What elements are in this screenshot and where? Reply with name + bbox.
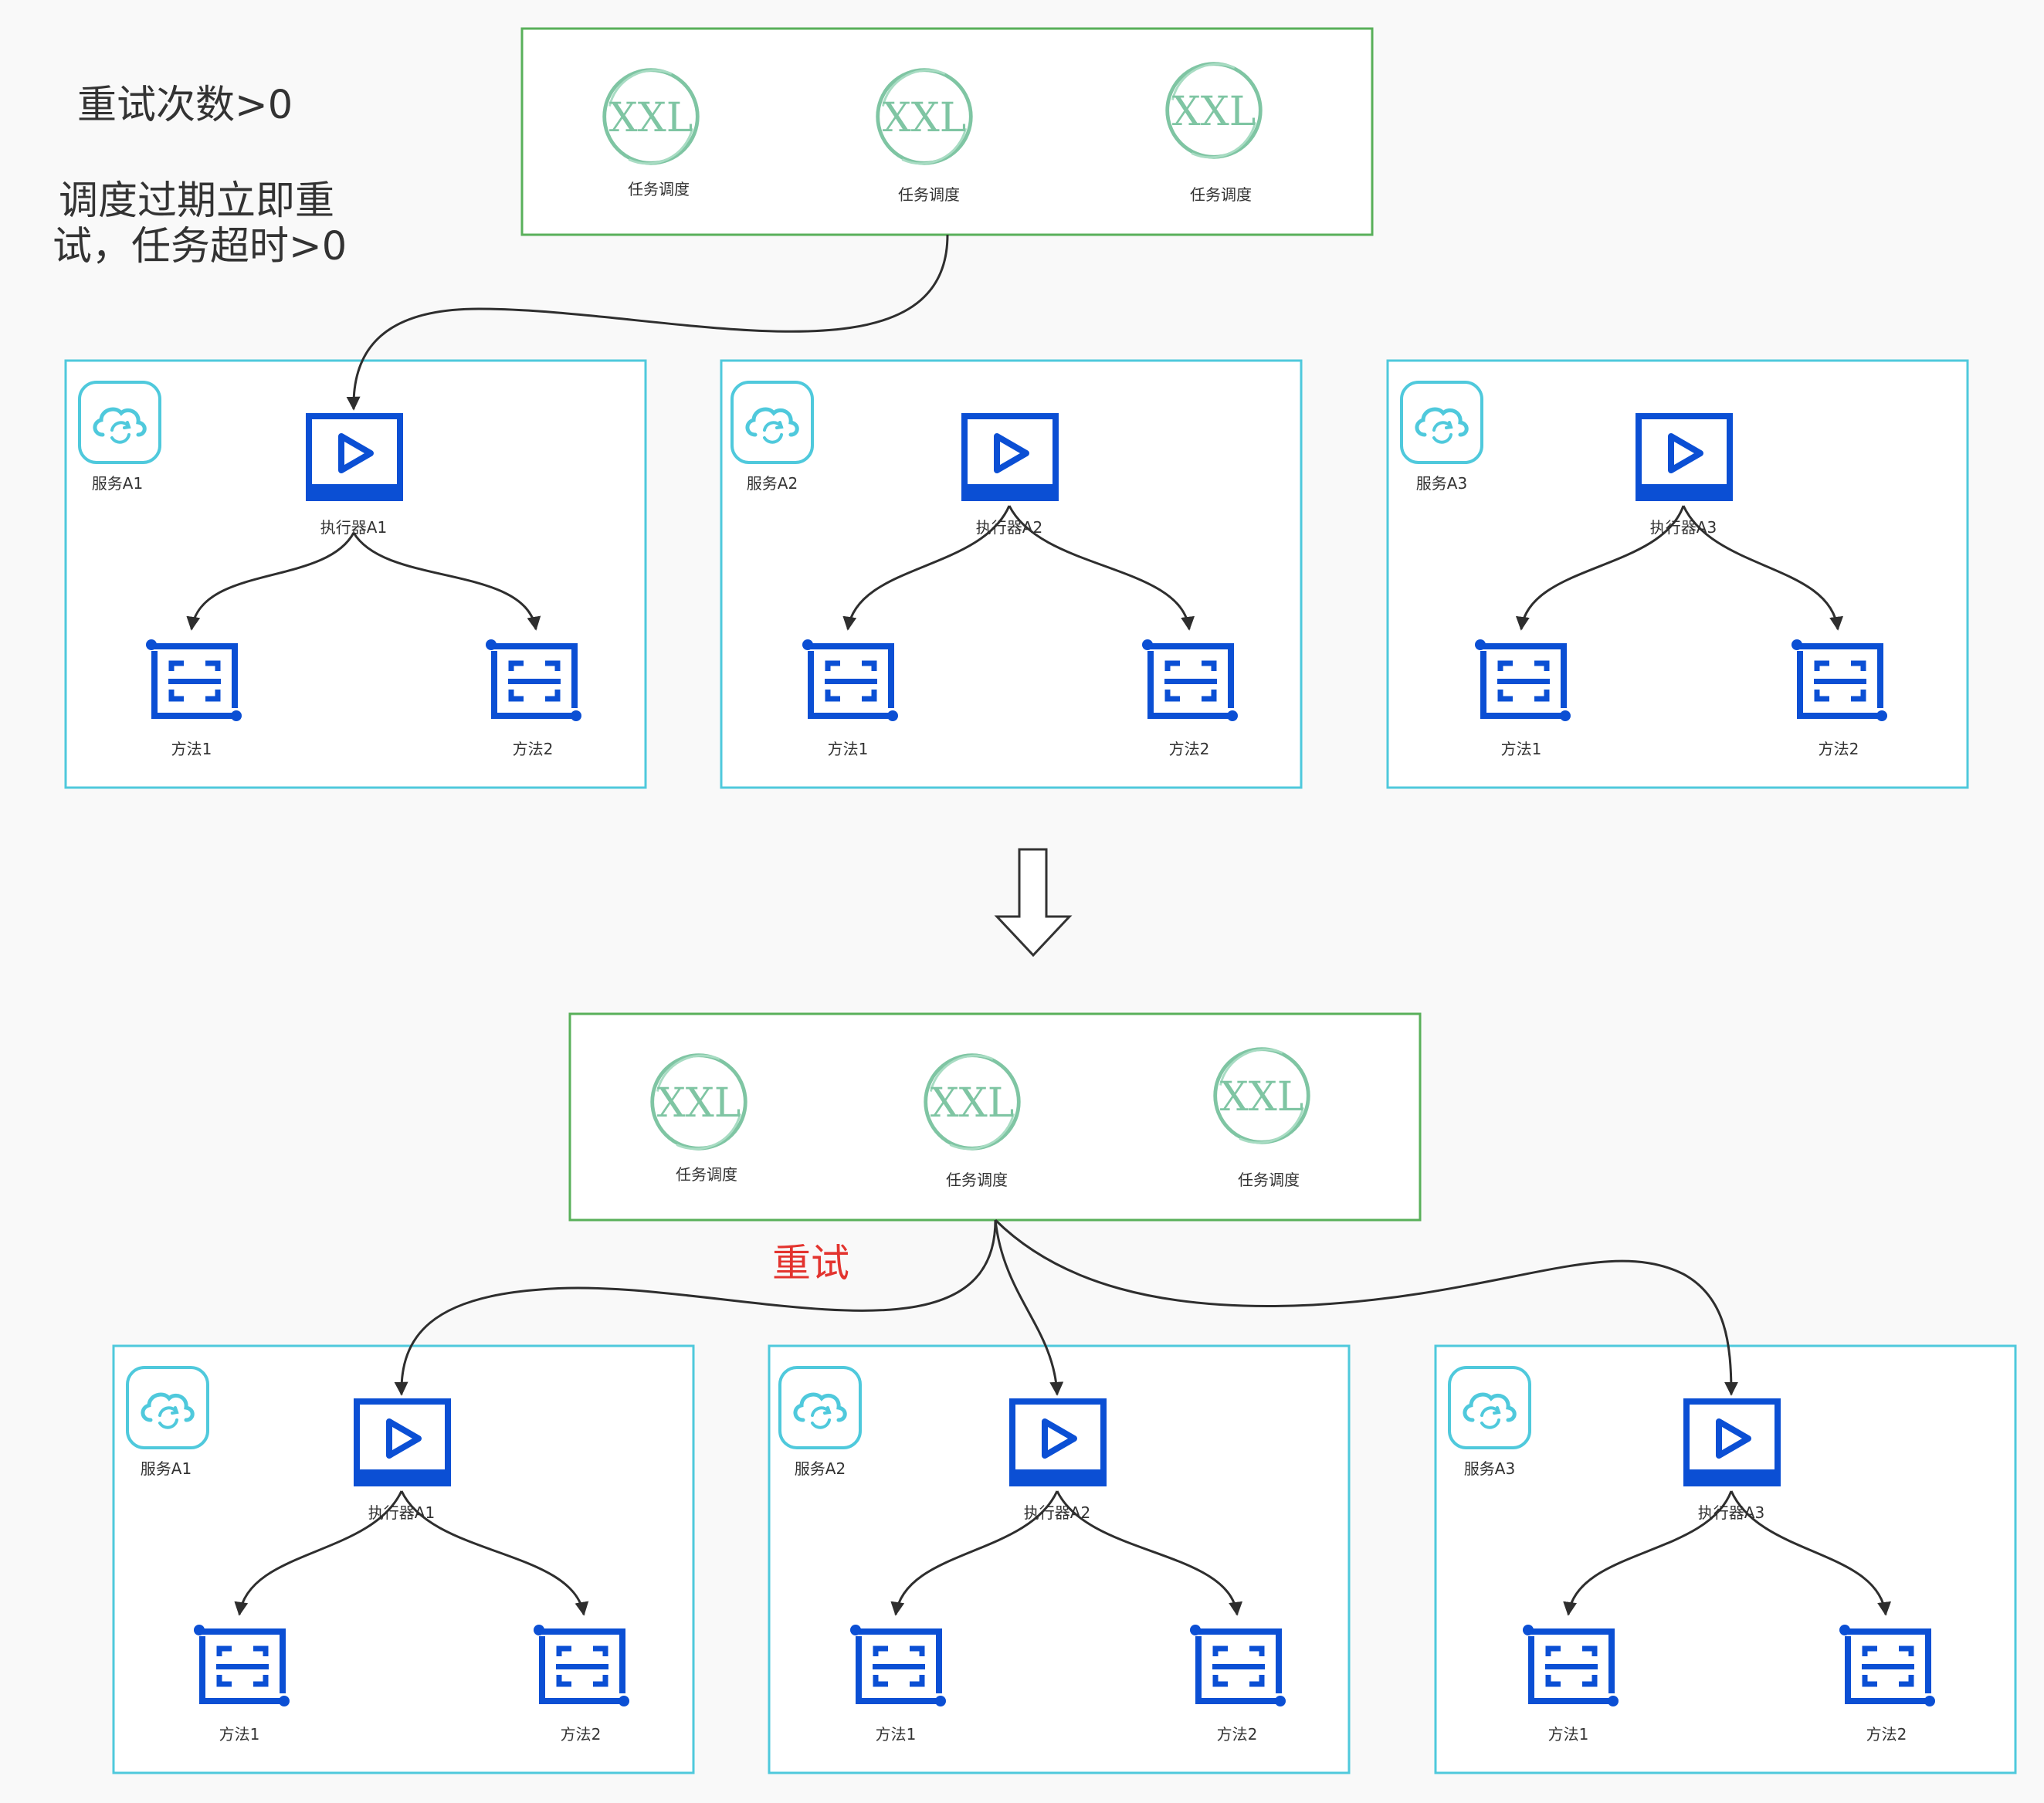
xxl-logo-text: XXL [1172, 89, 1256, 135]
policy-note-line2: 试，任务超时>0 [53, 224, 347, 269]
cloud-sync-icon [1449, 1368, 1530, 1448]
scheduler-node-label: 任务调度 [628, 180, 690, 198]
scheduler-to-executor-edge [394, 1219, 997, 1396]
executor-to-method-edge [186, 532, 355, 631]
down-arrow-icon [994, 848, 1073, 957]
service-group-a3-bottom: 服务A3 执行器A3 方法1 方法2 [1434, 1344, 2017, 1774]
executor-to-method-edge [842, 505, 1011, 631]
cloud-sync-icon [80, 382, 160, 463]
scheduler-cluster-top: XXL 任务调度 XXL 任务调度 XXL 任务调度 [520, 27, 1374, 236]
scheduler-node: XXL 任务调度 [878, 70, 971, 204]
policy-note-line1: 调度过期立即重 [59, 178, 334, 224]
executor-to-method-edge [1008, 505, 1195, 631]
scheduler-node-label: 任务调度 [1238, 1171, 1300, 1189]
executor-to-method-edge [1056, 1490, 1243, 1616]
service-label: 服务A3 [1416, 474, 1467, 493]
scheduler-to-executor-edge [994, 1218, 1738, 1396]
scheduler-cluster-bottom: XXL 任务调度 XXL 任务调度 XXL 任务调度 [568, 1012, 1422, 1222]
service-label: 服务A3 [1464, 1459, 1515, 1478]
method-label: 方法1 [219, 1725, 260, 1744]
retry-label: 重试 [772, 1241, 849, 1286]
executor-to-method-edge [352, 532, 541, 631]
method-label: 方法2 [1217, 1725, 1258, 1744]
service-group-a1-bottom: 服务A1 执行器A1 方法1 方法2 [112, 1344, 695, 1774]
xxl-logo-text: XXL [609, 95, 693, 141]
method-label: 方法2 [513, 740, 554, 758]
executor-to-method-edge [1515, 505, 1685, 631]
service-label: 服务A1 [141, 1459, 192, 1478]
scheduler-node-label: 任务调度 [1190, 185, 1252, 204]
xxl-logo-text: XXL [1220, 1074, 1304, 1120]
xxl-logo-text: XXL [930, 1080, 1015, 1127]
cloud-sync-icon [780, 1368, 860, 1448]
scheduler-node: XXL 任务调度 [1215, 1049, 1309, 1189]
method-label: 方法1 [828, 740, 869, 758]
method-label: 方法1 [171, 740, 212, 758]
method-label: 方法2 [1819, 740, 1859, 758]
executor-to-method-edge [234, 1490, 403, 1616]
cloud-sync-icon [732, 382, 812, 463]
scheduler-node: XXL 任务调度 [1168, 64, 1261, 204]
service-label: 服务A2 [795, 1459, 846, 1478]
executor-to-method-edge [1563, 1490, 1733, 1616]
method-label: 方法1 [876, 1725, 917, 1744]
cloud-sync-icon [1402, 382, 1482, 463]
scheduler-node-label: 任务调度 [676, 1165, 737, 1184]
executor-to-method-edge [890, 1490, 1059, 1616]
cloud-sync-icon [127, 1368, 208, 1448]
service-label: 服务A1 [92, 474, 143, 493]
method-label: 方法2 [1169, 740, 1210, 758]
scheduler-node-label: 任务调度 [946, 1171, 1008, 1189]
executor-to-method-edge [400, 1490, 589, 1616]
executor-to-method-edge [1682, 505, 1844, 631]
scheduler-to-executor-edge [346, 234, 949, 411]
retry-count-note: 重试次数>0 [77, 83, 293, 128]
method-label: 方法1 [1548, 1725, 1589, 1744]
scheduler-to-executor-edge [994, 1219, 1064, 1396]
method-label: 方法2 [561, 1725, 602, 1744]
service-label: 服务A2 [747, 474, 798, 493]
service-group-a1-top: 服务A1 执行器A1 方法1 方法2 [64, 359, 647, 789]
scheduler-node: XXL 任务调度 [653, 1056, 746, 1184]
scheduler-node-label: 任务调度 [898, 185, 960, 204]
service-group-a3-top: 服务A3 执行器A3 方法1 方法2 [1386, 359, 1969, 789]
method-label: 方法1 [1501, 740, 1542, 758]
xxl-logo-text: XXL [657, 1080, 741, 1127]
scheduler-node: XXL 任务调度 [926, 1056, 1019, 1189]
scheduler-node: XXL 任务调度 [605, 70, 698, 198]
xxl-logo-text: XXL [883, 95, 967, 141]
method-label: 方法2 [1866, 1725, 1907, 1744]
service-group-a2-top: 服务A2 执行器A2 方法1 方法2 [720, 359, 1303, 789]
service-group-a2-bottom: 服务A2 执行器A2 方法1 方法2 [768, 1344, 1351, 1774]
executor-to-method-edge [1730, 1490, 1892, 1616]
